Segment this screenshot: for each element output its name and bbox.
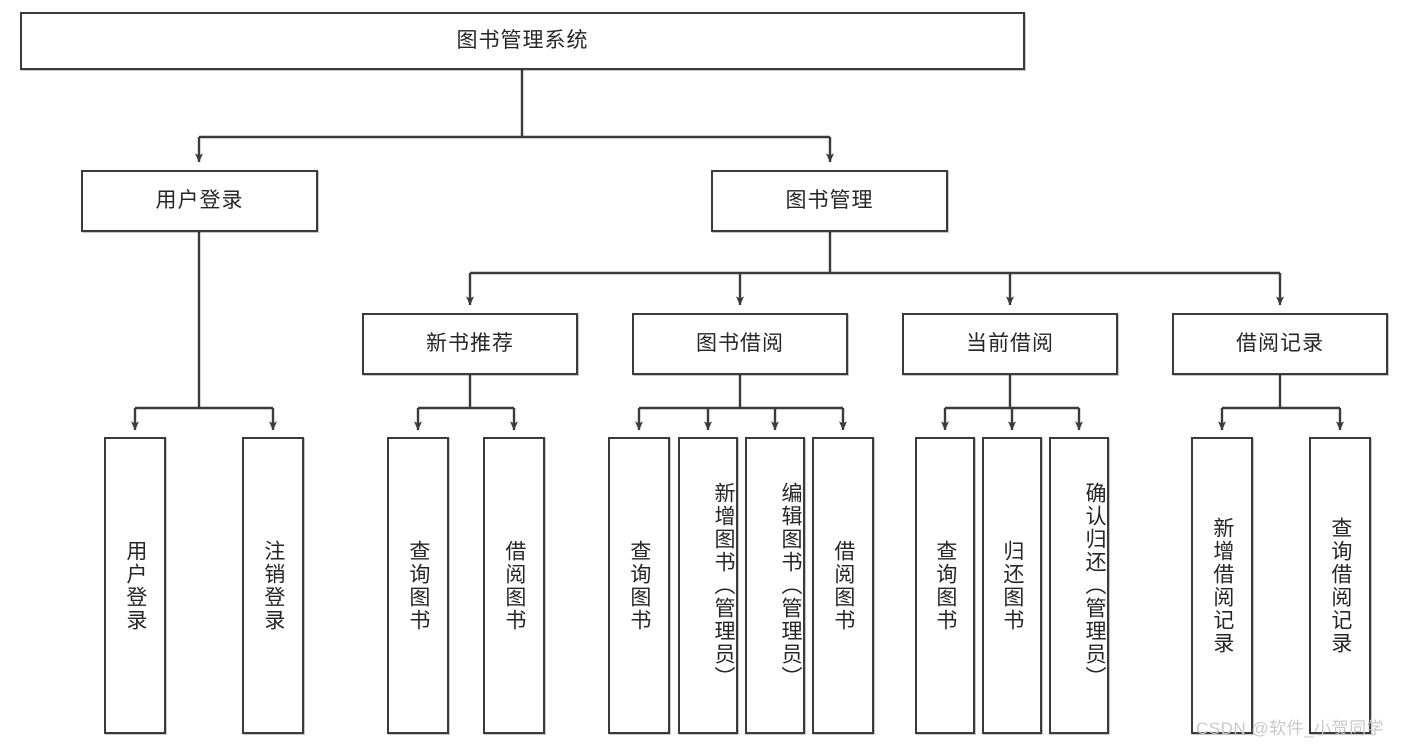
leaf-edit-book-admin[interactable]: 编辑图书（管理员）: [745, 437, 805, 734]
leaf-confirm-return-admin[interactable]: 确认归还（管理员）: [1049, 437, 1109, 734]
node-current-borrowing[interactable]: 当前借阅: [902, 313, 1118, 375]
leaf-query-book-borrow[interactable]: 查询图书: [608, 437, 670, 734]
node-label: 查询图书: [933, 539, 957, 632]
leaf-add-borrow-record[interactable]: 新增借阅记录: [1191, 437, 1253, 734]
node-label: 新增借阅记录: [1210, 516, 1234, 655]
node-label: 注销登录: [261, 539, 285, 632]
node-label: 查询图书: [406, 539, 430, 632]
node-label: 借阅记录: [1236, 332, 1324, 356]
csdn-watermark: CSDN @软件_小贺同学: [1196, 719, 1385, 738]
node-new-book-recommendation[interactable]: 新书推荐: [362, 313, 578, 375]
node-label: 图书借阅: [696, 332, 784, 356]
node-label: 查询借阅记录: [1328, 516, 1352, 655]
node-label: 归还图书: [1000, 539, 1024, 632]
leaf-borrow-book[interactable]: 借阅图书: [812, 437, 874, 734]
node-label: 确认归还（管理员）: [1083, 482, 1106, 689]
node-book-borrowing[interactable]: 图书借阅: [632, 313, 848, 375]
node-label: 用户登录: [155, 189, 244, 213]
node-borrowing-record[interactable]: 借阅记录: [1172, 313, 1388, 375]
leaf-add-book-admin[interactable]: 新增图书（管理员）: [678, 437, 738, 734]
leaf-logout[interactable]: 注销登录: [242, 437, 304, 734]
node-label: 新增图书（管理员）: [712, 482, 735, 689]
node-root-book-management-system[interactable]: 图书管理系统: [20, 12, 1025, 70]
leaf-return-book[interactable]: 归还图书: [982, 437, 1042, 734]
leaf-borrow-book-rec[interactable]: 借阅图书: [483, 437, 545, 734]
leaf-user-login[interactable]: 用户登录: [104, 437, 166, 734]
node-user-login[interactable]: 用户登录: [81, 170, 318, 232]
node-label: 图书管理系统: [456, 29, 589, 53]
leaf-query-book-current[interactable]: 查询图书: [915, 437, 975, 734]
leaf-query-book-rec[interactable]: 查询图书: [387, 437, 449, 734]
node-label: 借阅图书: [831, 539, 855, 632]
node-label: 编辑图书（管理员）: [779, 482, 802, 689]
node-label: 新书推荐: [426, 332, 514, 356]
node-label: 当前借阅: [966, 332, 1054, 356]
node-label: 图书管理: [785, 189, 874, 213]
node-book-management[interactable]: 图书管理: [711, 170, 948, 232]
node-label: 借阅图书: [502, 539, 526, 632]
node-label: 用户登录: [123, 539, 147, 632]
leaf-query-borrow-record[interactable]: 查询借阅记录: [1309, 437, 1371, 734]
node-label: 查询图书: [627, 539, 651, 632]
